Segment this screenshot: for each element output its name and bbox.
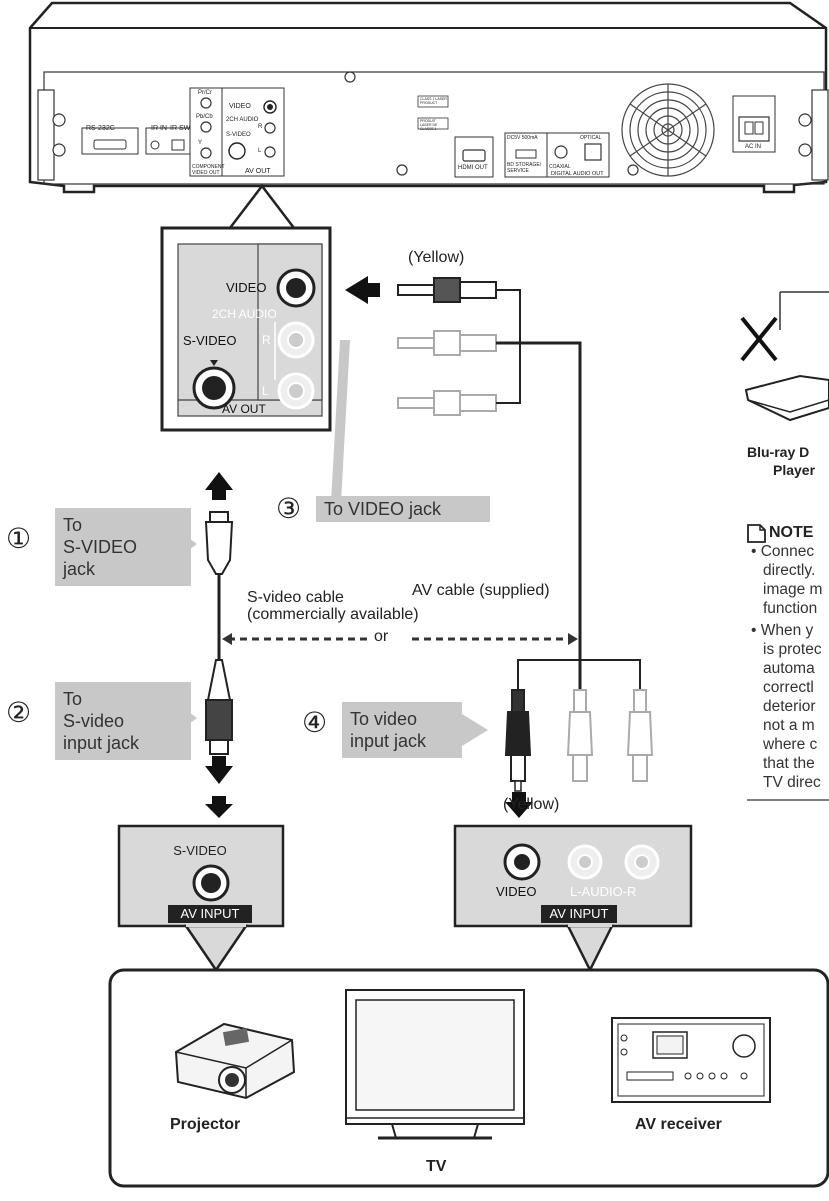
- note-line-5: • When y: [751, 622, 814, 639]
- svideo-cable-label-1: S-video cable: [247, 589, 344, 606]
- fan-grille: [621, 83, 715, 177]
- step-2-callout: To S-video input jack: [55, 682, 191, 760]
- coaxial-label: COAXIAL: [549, 164, 571, 170]
- produit-label: PRODUIT LASER DE CLASSE 1: [420, 119, 438, 131]
- step-1-line3: jack: [63, 559, 96, 579]
- step-1-line2: S-VIDEO: [63, 537, 138, 557]
- step-1-pointer: [175, 528, 197, 560]
- pb-cb-label: Pb/Cb: [196, 114, 213, 120]
- right-audio-label: L-AUDIO-R: [570, 884, 637, 899]
- yellow-bottom-label: (Yellow): [503, 796, 560, 813]
- ir-in-label: IR IN: [151, 125, 167, 132]
- right-av-input-label: AV INPUT: [549, 906, 609, 921]
- step-1-number: ①: [6, 522, 32, 555]
- av-receiver-illustration: [611, 1017, 771, 1103]
- y-label: Y: [198, 140, 203, 146]
- step-2-number: ②: [6, 696, 32, 729]
- svideo-cable: [204, 472, 234, 784]
- svideo-cable-label-2: (commercially available): [247, 606, 419, 623]
- note-line-8: correctl: [763, 679, 814, 696]
- right-video-label: VIDEO: [496, 884, 537, 899]
- zoom-r-label: R: [262, 333, 271, 347]
- optical-label: OPTICAL: [580, 135, 602, 141]
- zoom-svideo-label: S-VIDEO: [183, 333, 237, 348]
- bluray-caption-line2: Player: [773, 462, 816, 478]
- bluray-caption-line1: Blu-ray D: [747, 444, 810, 460]
- step-3-callout: To VIDEO jack: [316, 496, 490, 522]
- ac-in-label: AC IN: [745, 144, 762, 150]
- av-cable-bottom: [504, 659, 654, 818]
- tv-illustration: [345, 989, 525, 1140]
- class1-label: CLASS 1 LASER PRODUCT: [420, 97, 447, 105]
- zoom-2ch-audio-label: 2CH AUDIO: [212, 307, 277, 321]
- bd-storage-label: BD STORAGE/ SERVICE: [507, 162, 542, 174]
- left-input-panel: [117, 824, 285, 973]
- note-icon: [747, 524, 766, 543]
- zoom-av-out-label: AV OUT: [222, 402, 266, 416]
- left-av-input-label: AV INPUT: [180, 906, 240, 921]
- rear-r-label: R: [258, 124, 263, 130]
- rear-2ch-audio-label: 2CH AUDIO: [226, 117, 259, 123]
- left-svideo-label: S-VIDEO: [173, 843, 227, 858]
- note-line-7: automa: [763, 660, 815, 677]
- step-3-number: ③: [276, 492, 302, 525]
- or-dashed-line: [222, 633, 578, 645]
- step-4-callout: To video input jack: [342, 702, 462, 758]
- side-bluray-illustration: [740, 291, 829, 422]
- or-label: or: [374, 628, 389, 645]
- rear-video-label: VIDEO: [229, 103, 251, 110]
- projector-caption: Projector: [170, 1116, 241, 1133]
- step-4-line1: To video: [350, 709, 418, 729]
- step-2-line2: S-video: [63, 711, 125, 731]
- rear-svideo-label: S-VIDEO: [226, 132, 251, 138]
- projector-illustration: [174, 1022, 296, 1100]
- note-line-4: function: [763, 600, 818, 617]
- zoom-video-label: VIDEO: [226, 280, 267, 295]
- step-2-line3: input jack: [63, 733, 140, 753]
- rear-l-label: L: [258, 148, 262, 154]
- dc5v-label: DC5V 500mA: [507, 135, 538, 141]
- note-line-13: TV direc: [763, 774, 821, 791]
- rs232c-label: RS-232C: [86, 125, 115, 132]
- note-line-2: directly.: [763, 562, 816, 579]
- note-line-12: that the: [763, 755, 815, 772]
- step-1-callout: To S-VIDEO jack: [55, 508, 191, 586]
- hdmi-out-label: HDMI OUT: [458, 165, 488, 171]
- step-4-pointer: [462, 714, 488, 746]
- note-line-10: not a m: [763, 717, 815, 734]
- component-label: COMPONENT VIDEO OUT: [192, 164, 225, 176]
- note-line-3: image m: [763, 581, 823, 598]
- yellow-top-label: (Yellow): [408, 249, 465, 266]
- note-line-9: deterior: [763, 698, 816, 715]
- av-cable-top: [345, 276, 582, 690]
- ir-sw-label: IR SW: [170, 125, 191, 132]
- step-4-line2: input jack: [350, 731, 427, 751]
- digital-audio-out-label: DIGITAL AUDIO OUT: [551, 171, 604, 177]
- av-cable-label: AV cable (supplied): [412, 582, 550, 599]
- note-title: NOTE: [769, 524, 814, 541]
- pr-cr-label: Pr/Cr: [198, 90, 212, 96]
- step-4-number: ④: [302, 706, 328, 739]
- note-line-1: • Connec: [751, 543, 815, 560]
- note-line-11: where c: [763, 736, 818, 753]
- zoom-l-label: L: [262, 384, 269, 398]
- step-1-line1: To: [63, 515, 83, 535]
- player-rear-panel: [28, 1, 829, 194]
- right-input-panel: [453, 824, 693, 973]
- tv-caption: TV: [426, 1158, 447, 1175]
- av-receiver-caption: AV receiver: [635, 1116, 722, 1133]
- step-2-line1: To: [63, 689, 83, 709]
- rear-av-out-label: AV OUT: [245, 168, 271, 175]
- note-line-6: is protec: [763, 641, 822, 658]
- step-2-pointer: [175, 702, 197, 734]
